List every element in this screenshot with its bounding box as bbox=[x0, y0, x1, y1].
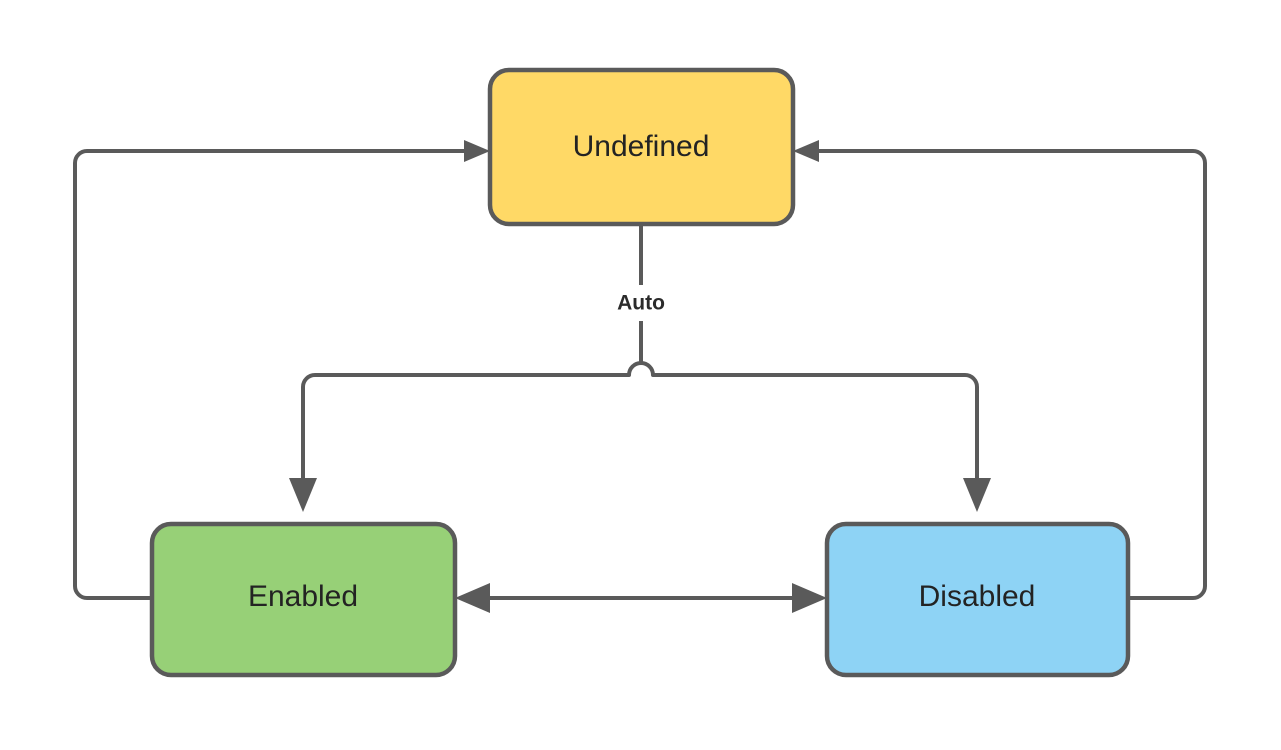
node-undefined[interactable]: Undefined bbox=[487, 67, 796, 227]
edge-path-enabled-undefined bbox=[73, 149, 470, 600]
arrowhead-into-enabled bbox=[289, 478, 317, 512]
arrowhead-into-enabled-right bbox=[455, 583, 490, 613]
edge-disabled-to-undefined[interactable] bbox=[793, 140, 1207, 600]
node-enabled[interactable]: Enabled bbox=[149, 521, 458, 678]
edge-enabled-disabled-bidirectional[interactable] bbox=[455, 583, 827, 613]
arrowhead-into-undefined-right bbox=[793, 140, 819, 162]
node-enabled-shape bbox=[149, 521, 458, 678]
node-disabled-shape bbox=[824, 521, 1131, 678]
node-undefined-shape bbox=[487, 67, 796, 227]
arrowhead-into-undefined-left bbox=[464, 140, 490, 162]
node-disabled[interactable]: Disabled bbox=[824, 521, 1131, 678]
auto-label-backdrop bbox=[596, 285, 686, 321]
edge-enabled-to-undefined[interactable] bbox=[73, 140, 490, 600]
edge-path-auto-to-disabled bbox=[639, 224, 979, 490]
arrowhead-into-disabled bbox=[963, 478, 991, 512]
edge-path-auto-to-enabled bbox=[301, 224, 643, 490]
edge-path-disabled-undefined bbox=[813, 149, 1207, 600]
edge-auto-fork[interactable]: Auto bbox=[289, 224, 991, 512]
arrowhead-into-disabled-left bbox=[792, 583, 827, 613]
